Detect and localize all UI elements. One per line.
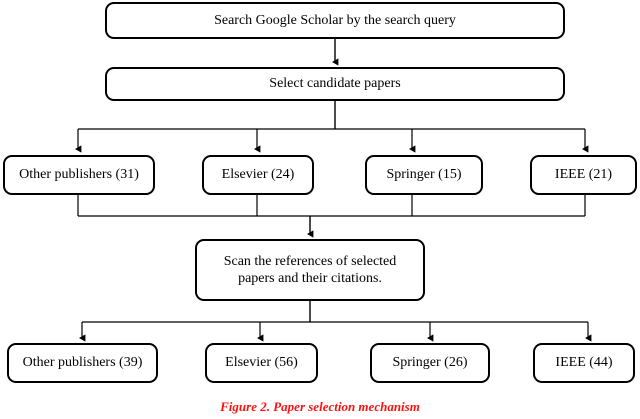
node-ieee-44-label: IEEE (44) (555, 355, 613, 371)
node-elsevier-56[interactable]: Elsevier (56) (205, 343, 318, 383)
node-elsevier-24[interactable]: Elsevier (24) (202, 155, 314, 195)
edge-publishers-to-scan (77, 195, 586, 238)
node-ieee-21[interactable]: IEEE (21) (530, 155, 637, 195)
node-springer-26-label: Springer (26) (392, 355, 468, 371)
node-select-candidate-papers-label: Select candidate papers (269, 76, 401, 92)
node-other-publishers-39[interactable]: Other publishers (39) (7, 343, 158, 383)
node-search-google-scholar[interactable]: Search Google Scholar by the search quer… (105, 2, 565, 39)
node-ieee-21-label: IEEE (21) (554, 167, 613, 183)
node-scan-references-label: Scan the references of selected papers a… (223, 253, 397, 287)
edge-scan-to-publishers (78, 301, 592, 342)
node-select-candidate-papers[interactable]: Select candidate papers (105, 67, 565, 101)
node-other-publishers-39-label: Other publishers (39) (22, 355, 143, 371)
node-ieee-44[interactable]: IEEE (44) (533, 343, 635, 383)
node-springer-15[interactable]: Springer (15) (365, 155, 483, 195)
node-other-publishers-31[interactable]: Other publishers (31) (3, 155, 155, 195)
node-search-google-scholar-label: Search Google Scholar by the search quer… (214, 12, 456, 28)
node-scan-references[interactable]: Scan the references of selected papers a… (195, 239, 425, 301)
edge-select-to-publishers (74, 101, 589, 153)
node-springer-15-label: Springer (15) (386, 167, 462, 183)
node-elsevier-24-label: Elsevier (24) (221, 167, 295, 183)
node-springer-26[interactable]: Springer (26) (370, 343, 490, 383)
node-other-publishers-31-label: Other publishers (31) (19, 167, 139, 183)
figure-caption: Figure 2. Paper selection mechanism (220, 399, 420, 414)
node-elsevier-56-label: Elsevier (56) (225, 355, 298, 371)
